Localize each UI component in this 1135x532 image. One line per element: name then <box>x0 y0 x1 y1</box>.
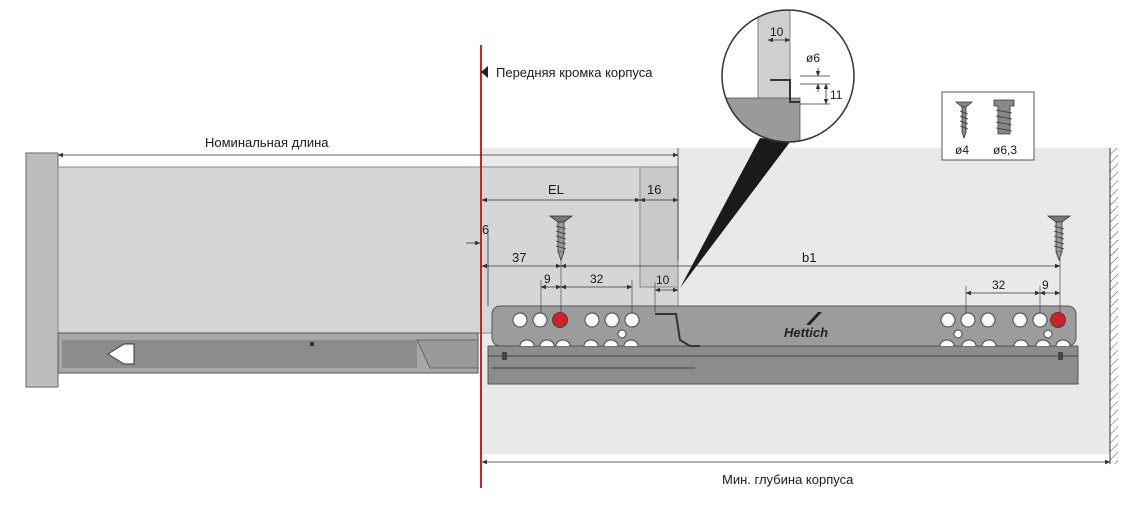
dim-10-label: 10 <box>656 273 670 287</box>
cabinet-back-wall <box>1110 148 1118 464</box>
detail-11-label: 11 <box>830 88 843 102</box>
screw-legend: ø4 ø6,3 <box>941 91 1035 161</box>
el-label: EL <box>548 182 564 197</box>
screw-front-icon <box>548 215 574 262</box>
screw-rear-icon <box>1046 215 1072 262</box>
brand-logo: Hettich <box>784 325 828 340</box>
drawer-front-panel <box>25 152 59 388</box>
dim-9-right-label: 9 <box>1042 278 1049 292</box>
nominal-length-label: Номинальная длина <box>205 135 329 150</box>
min-depth-label: Мин. глубина корпуса <box>722 472 854 487</box>
detail-magnifier: 10 ø6 11 <box>721 9 855 143</box>
runner-holes-rear <box>939 312 1071 347</box>
detail-dia6-label: ø6 <box>806 51 820 65</box>
screw-large-label: ø6,3 <box>993 143 1017 157</box>
screw-small-label: ø4 <box>955 143 969 157</box>
screw-small-icon <box>954 101 974 140</box>
screw-large-icon <box>993 99 1015 135</box>
detail-10-label: 10 <box>770 25 784 39</box>
dim-9-left-label: 9 <box>544 272 551 286</box>
dim-32-right-label: 32 <box>992 278 1006 292</box>
detail-callout-pointer <box>680 138 790 288</box>
runner-holes-front <box>512 312 640 347</box>
dim-6-label: 6 <box>482 222 489 237</box>
dim-37-label: 37 <box>512 250 526 265</box>
drawer-side <box>57 166 679 334</box>
dim-32-left-label: 32 <box>590 272 604 286</box>
b1-label: b1 <box>802 250 816 265</box>
runner-slide <box>487 345 1079 385</box>
runner-lock-icon <box>107 343 135 365</box>
front-edge-arrow-icon <box>481 66 488 78</box>
dim-16-label: 16 <box>647 182 661 197</box>
front-edge-label: Передняя кромка корпуса <box>496 65 653 80</box>
